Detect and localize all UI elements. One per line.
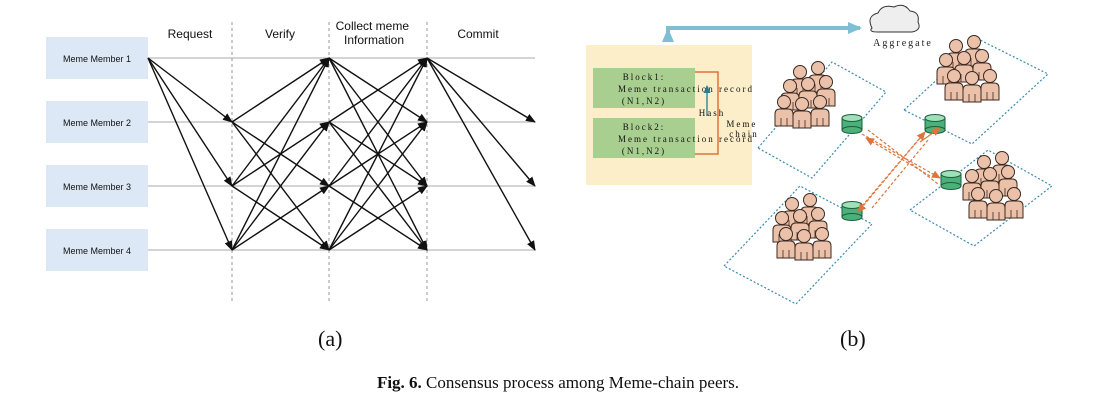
peer-links: [857, 127, 941, 213]
member-label-4: Meme Member 4: [63, 246, 131, 256]
member-timelines: [148, 57, 535, 251]
hash-label: Hash: [699, 108, 726, 118]
cloud-icon: [869, 4, 920, 33]
member-label-2: Meme Member 2: [63, 118, 131, 128]
member-box-2: Meme Member 2: [46, 101, 148, 143]
peer-group-2: [936, 35, 1000, 103]
phase-verify-label: Verify: [265, 27, 295, 41]
block-2-desc: Meme transaction record: [618, 134, 754, 144]
block-1: Block1: Meme transaction record (N1,N2): [593, 68, 754, 108]
aggregate-label: Aggregate: [873, 38, 933, 49]
meme-chain-label: Meme chain: [726, 119, 761, 139]
block-1-desc: Meme transaction record: [618, 84, 754, 94]
meme-chain-link: [695, 71, 719, 155]
block-2-title: Block2:: [623, 122, 666, 132]
peer-group-3: [962, 151, 1024, 221]
database-icon-1: [841, 114, 863, 134]
blockchain-area: [586, 45, 752, 185]
caption-text: Consensus process among Meme-chain peers…: [426, 373, 740, 392]
block-2-nodes: (N1,N2): [622, 146, 666, 156]
panel-b-label: (b): [840, 326, 866, 351]
panel-a: Request Verify Collect meme Information …: [46, 19, 536, 302]
phase-separators: [231, 22, 428, 302]
member-label-3: Meme Member 3: [63, 182, 131, 192]
peer-group-4: [772, 193, 832, 261]
consensus-arrows: [147, 57, 536, 251]
aggregate-arrow: [666, 22, 862, 36]
block-1-title: Block1:: [623, 72, 666, 82]
member-label-1: Meme Member 1: [63, 54, 131, 64]
database-icon-3: [940, 170, 962, 190]
figure-caption: Fig. 6. Consensus process among Meme-cha…: [0, 373, 1116, 393]
peer-group-1: [774, 61, 836, 129]
phase-request-label: Request: [168, 27, 213, 41]
phase-commit-label: Commit: [457, 27, 499, 41]
phase-collect-label: Collect meme Information: [336, 19, 413, 47]
panel-b: Aggregate Block1: Meme transaction recor…: [586, 4, 1054, 305]
block-2: Block2: Meme transaction record (N1,N2): [593, 118, 754, 158]
caption-prefix: Fig. 6.: [376, 373, 422, 392]
member-box-4: Meme Member 4: [46, 229, 148, 271]
member-box-3: Meme Member 3: [46, 165, 148, 207]
database-icon-2: [924, 114, 946, 134]
member-box-1: Meme Member 1: [46, 37, 148, 79]
panel-a-label: (a): [318, 326, 343, 351]
block-1-nodes: (N1,N2): [622, 96, 666, 106]
